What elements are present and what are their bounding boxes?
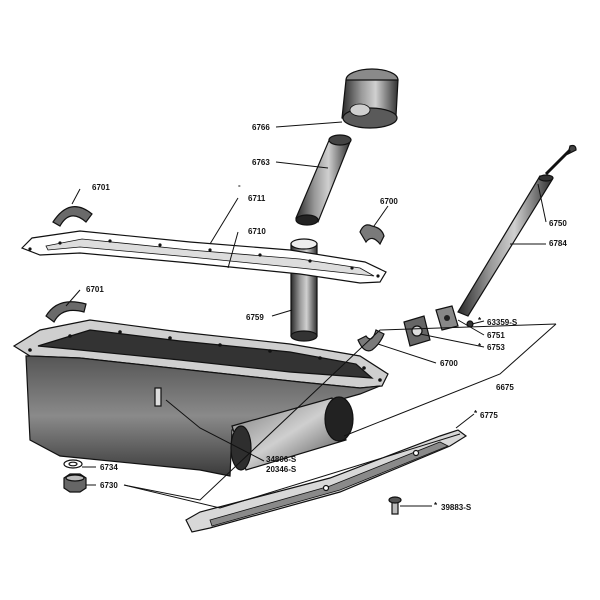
label-6675: 6675 (496, 383, 514, 392)
label-6700-upper: 6700 (380, 197, 398, 206)
label-6751: 6751 (487, 331, 505, 340)
label-63359-star: * (478, 316, 482, 325)
label-6763: 6763 (252, 158, 270, 167)
front-oil-seal-upper-part (359, 224, 385, 246)
label-6711-dash: - (238, 181, 241, 190)
oil-filler-tube-part (295, 134, 352, 226)
label-34806s: 34806-S (266, 455, 297, 464)
label-6701-lower: 6701 (86, 285, 104, 294)
label-6775: 6775 (480, 411, 498, 420)
rear-oil-seal-lower-part (45, 301, 87, 323)
label-6775-star: * (474, 409, 478, 418)
oil-pan-gasket-part (20, 230, 387, 284)
label-6750: 6750 (549, 219, 567, 228)
rear-oil-seal-upper-part (52, 206, 93, 227)
label-39883-star: * (434, 501, 438, 510)
part-labels: 6766 6763 6701 - 6711 6710 6700 6750 678… (86, 123, 567, 512)
label-6753-star: * (478, 342, 482, 351)
label-63359s: 63359-S (487, 318, 518, 327)
breather-cap-part (341, 68, 399, 129)
oil-pan-part (12, 319, 389, 477)
leader-lines (65, 121, 557, 509)
dipstick-tube-part (457, 174, 554, 317)
label-6710: 6710 (248, 227, 266, 236)
label-6734: 6734 (100, 463, 118, 472)
reinforcement-plate-part (185, 429, 468, 533)
label-6700-lower: 6700 (440, 359, 458, 368)
label-6711: 6711 (248, 194, 266, 203)
label-6701-upper: 6701 (92, 183, 110, 192)
label-6784: 6784 (549, 239, 567, 248)
drain-plug-part (63, 473, 87, 493)
label-39883s: 39883-S (441, 503, 472, 512)
label-20346s: 20346-S (266, 465, 297, 474)
drain-plug-gasket-part (63, 459, 83, 469)
bolt-part (388, 496, 402, 515)
label-6766: 6766 (252, 123, 270, 132)
label-6730: 6730 (100, 481, 118, 490)
label-6753: 6753 (487, 343, 505, 352)
label-6759: 6759 (246, 313, 264, 322)
dipstick-part (544, 144, 577, 176)
